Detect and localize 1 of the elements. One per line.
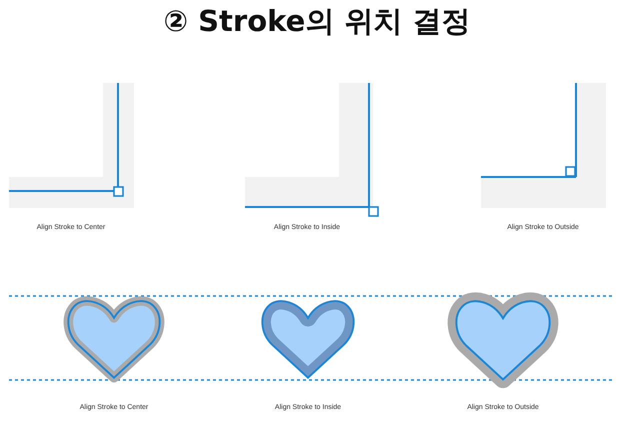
title: ② Stroke의 위치 결정 bbox=[162, 3, 472, 40]
